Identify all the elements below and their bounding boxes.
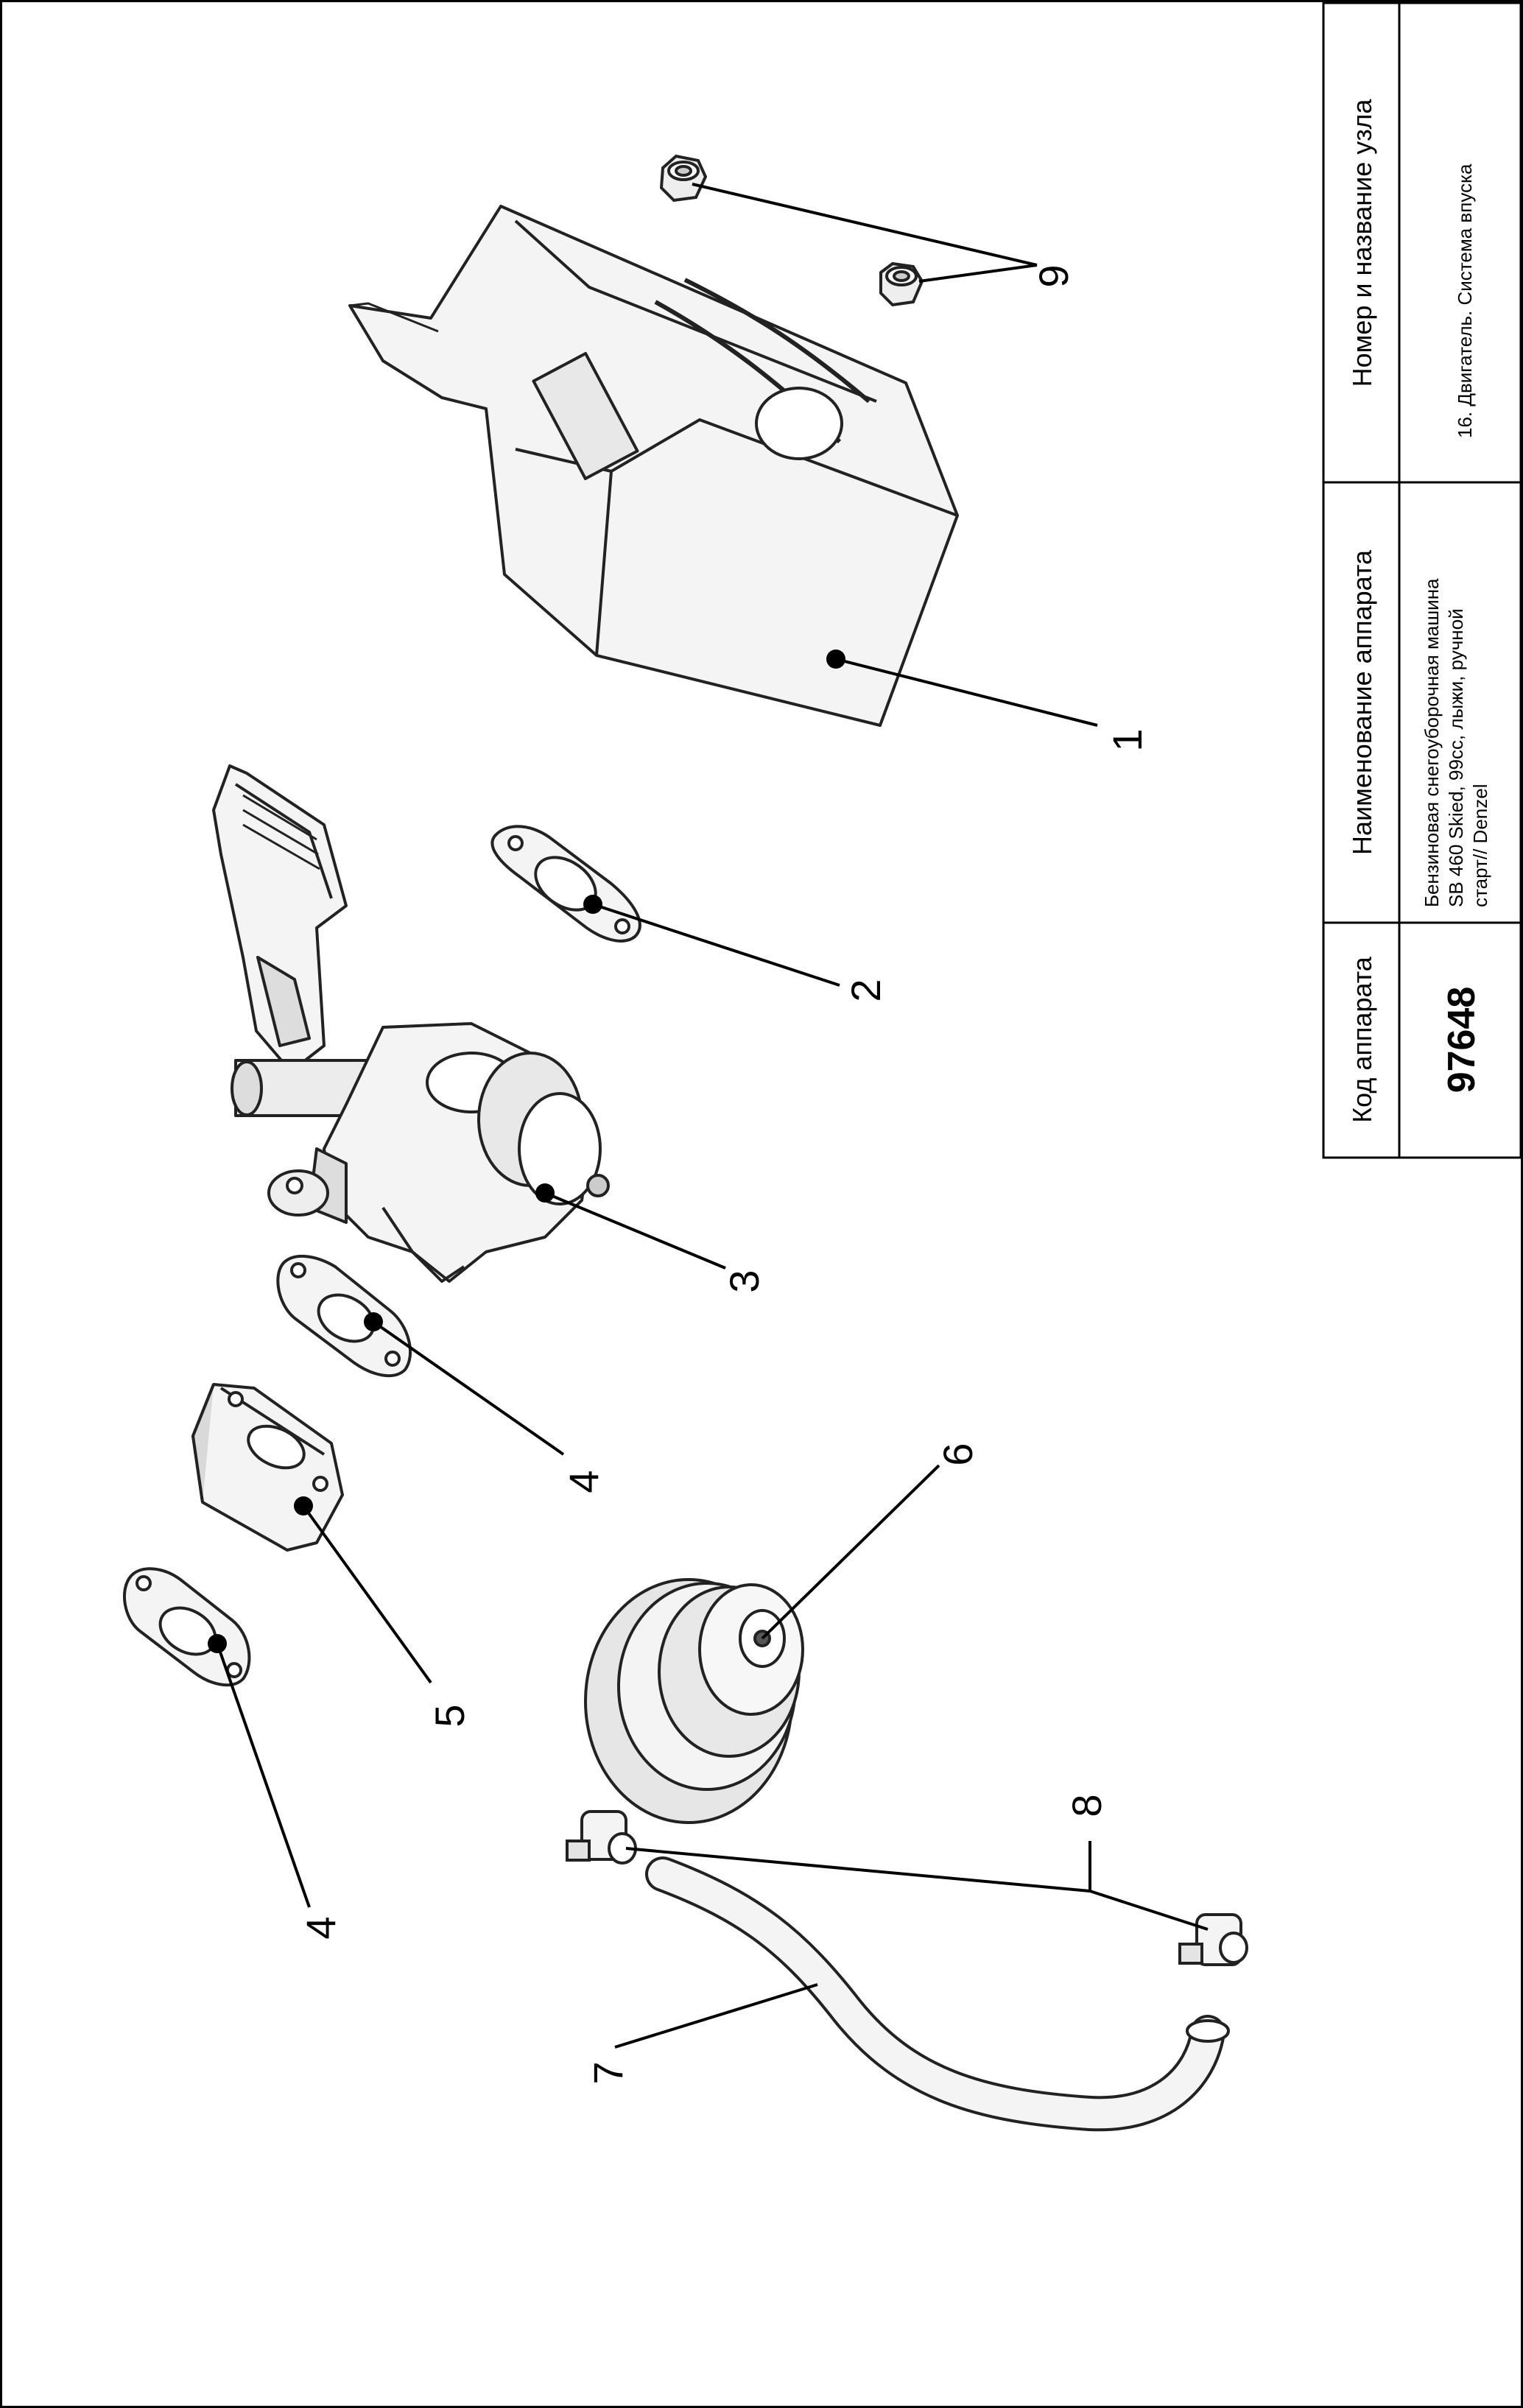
- title-block: Код аппарата Наименование аппарата Номер…: [1322, 1, 1522, 1159]
- device-line-3: старт// Denzel: [1469, 784, 1491, 907]
- leader-line-9a: [692, 183, 1038, 267]
- callout-4-upper: 4: [560, 1470, 607, 1493]
- part-4-gasket-lower: [122, 1567, 251, 1687]
- callout-8: 8: [1063, 1794, 1110, 1817]
- part-9-nut-lower: [879, 261, 924, 307]
- part-8-clamp-upper: [566, 1810, 637, 1865]
- leader-dot-5: [294, 1496, 313, 1515]
- callout-3: 3: [721, 1270, 767, 1292]
- device-line-1: Бензиновая снегоуборочная машина: [1421, 578, 1443, 907]
- device-header: Наименование аппарата: [1347, 549, 1377, 855]
- part-5-spacer: [191, 1383, 344, 1552]
- callout-6: 6: [935, 1443, 981, 1465]
- callout-5: 5: [426, 1704, 473, 1727]
- code-value: 97648: [1441, 987, 1483, 1094]
- part-7-fuel-hose: [645, 1856, 1230, 2132]
- leader-line-1: [835, 658, 1098, 727]
- assembly-header: Номер и название узла: [1347, 99, 1377, 387]
- part-3-carburetor: [212, 764, 610, 1283]
- leader-dot-1: [826, 649, 845, 669]
- title-block-border: [1322, 1, 1522, 1159]
- part-4-gasket-upper: [276, 1254, 412, 1378]
- leader-line-4-lower: [216, 1643, 311, 1908]
- callout-9: 9: [1030, 264, 1077, 287]
- code-header: Код аппарата: [1347, 956, 1377, 1123]
- part-1-air-filter-cover: [348, 205, 959, 727]
- part-6-primer-bulb: [584, 1578, 804, 1824]
- leader-dot-4-upper: [364, 1312, 383, 1331]
- leader-line-8b: [1089, 1890, 1209, 1931]
- leader-dot-3: [535, 1183, 555, 1203]
- leader-line-9b: [918, 264, 1038, 283]
- leader-dot-2: [583, 895, 602, 914]
- leader-line-3: [544, 1191, 726, 1270]
- device-line-2: SB 460 Skied, 99cc, лыжи, ручной: [1445, 608, 1467, 907]
- leader-line-2: [592, 903, 840, 987]
- leader-lines: [216, 183, 1209, 2049]
- callout-1: 1: [1104, 728, 1150, 751]
- callout-2: 2: [843, 979, 889, 1001]
- leader-line-6: [761, 1464, 940, 1640]
- part-2-gasket: [490, 825, 641, 943]
- leader-line-4-upper: [372, 1320, 565, 1456]
- leader-line-7: [614, 1983, 818, 2049]
- leader-line-8a: [625, 1847, 1091, 1893]
- leader-line-5: [302, 1504, 432, 1684]
- callout-numbers: 1 2 3 4 5 4 6 7 8 9: [298, 264, 1150, 2084]
- part-9-nut-upper: [659, 154, 708, 203]
- assembly-value: 16. Двигатель. Система впуска: [1454, 163, 1476, 438]
- callout-4-lower: 4: [298, 1916, 344, 1939]
- leader-dot-4-lower: [208, 1634, 227, 1653]
- part-8-clamp-lower: [1178, 1913, 1248, 1966]
- callout-7: 7: [585, 2061, 631, 2084]
- leader-dots: [208, 649, 845, 1653]
